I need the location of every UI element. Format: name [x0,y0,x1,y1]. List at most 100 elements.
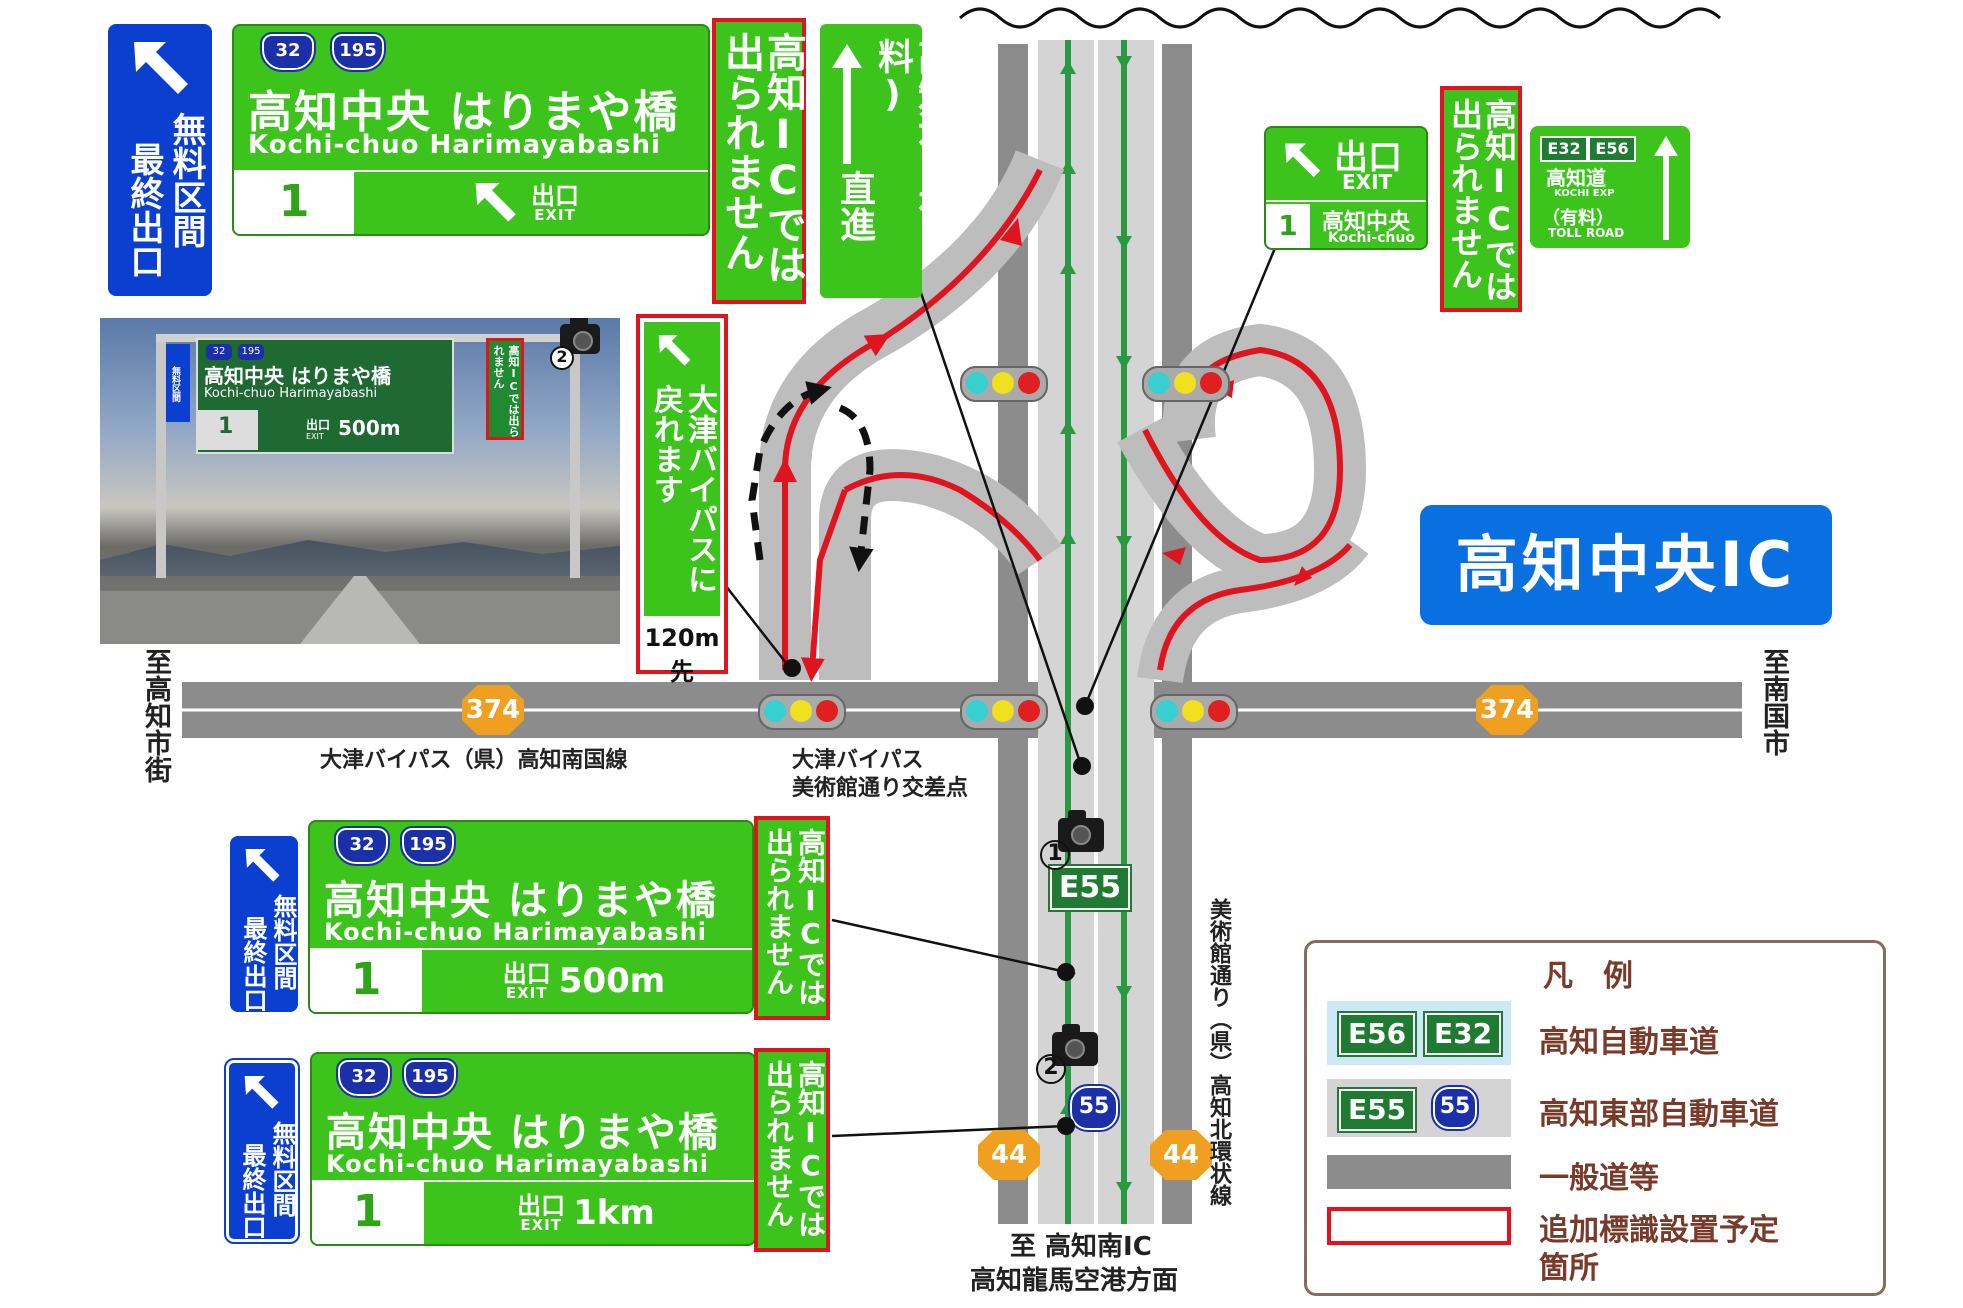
camera-icon [1052,1024,1098,1066]
notice-cannot-exit-500m: 高知ICでは出られません [754,816,830,1020]
legend: 凡 例 E56 E32 高知自動車道 E55 55 高知東部自動車道 一般道等 … [1304,940,1886,1296]
exit-label-en: EXIT [505,983,548,1002]
ic-title: 高知中央IC [1420,505,1832,625]
bypass-return-sign: 大津バイパスに戻れます 120m先 [636,314,728,686]
photo-name-ja: 高知中央 はりまや橋 [204,364,391,388]
exit-number: 1 [312,1182,424,1244]
label-intersection-1: 大津バイパス [792,748,924,773]
label-south-1: 至 高知南IC [1010,1232,1152,1262]
photo-exit-en: EXIT [306,432,324,441]
exit-label-en: EXIT [520,1215,562,1234]
destination-en: Kochi-chuo Harimayabashi [248,130,661,160]
photo-dist: 500m [338,416,401,440]
straight-sub-text: 直進 [834,170,875,242]
route-195-shield: 195 [400,826,456,866]
legend-swatch-additional-sign [1327,1207,1511,1245]
last-exit-text: 最終出口 [239,916,267,1012]
exit-label-ja: 出口 [517,1191,566,1220]
exit-ja: 出口 [1334,138,1402,178]
notice-text: 高知ICでは出られません [718,32,806,284]
arrow-up-left-icon [1285,143,1321,178]
route-44-shield-right: 44 [1150,1130,1212,1180]
route-195-shield: 195 [330,32,386,72]
label-vertical-road: 美術館通り（県）高知北環状線 [1206,898,1231,1206]
signal-ramp-right [1142,366,1230,402]
legend-swatch-general-road [1327,1155,1511,1189]
destination-ja: 高知中央 はりまや橋 [326,1110,720,1156]
leader-lines [717,247,1277,1138]
legend-label-additional-sign-2: 箇所 [1539,1251,1599,1286]
legend-label-kochi-expressway: 高知自動車道 [1539,1025,1719,1060]
signal-main-right [1150,694,1238,730]
marker-dot [1076,697,1094,715]
destination-en: Kochi-chuo Harimayabashi [326,1150,710,1178]
toll-en: TOLL ROAD [1548,226,1625,240]
destination-ja: 高知中央 はりまや橋 [248,87,680,138]
marker-dot [1057,963,1075,981]
photo-green-sign: 32 195 高知中央 はりまや橋 Kochi-chuo Harimayabas… [196,338,454,454]
exit-guide-sign-500m: 32 195 高知中央 はりまや橋 Kochi-chuo Harimayabas… [308,820,754,1014]
exit-label-ja: 出口 [531,181,579,210]
arrow-up-left-icon [244,1076,279,1109]
label-right-direction: 至南国市 [1758,648,1789,756]
toll-ja: （有料） [1542,208,1614,229]
route-374-shield-left: 374 [462,685,524,735]
arrow-up-left-icon [134,42,188,94]
free-section-text: 無料区間 [269,894,297,990]
photo-exit-ja: 出口 [306,418,331,432]
exit-label-en: EXIT [534,205,576,224]
detour-arrows [748,381,874,573]
route-374-shield-right: 374 [1476,685,1538,735]
legend-label-additional-sign-1: 追加標識設置予定 [1539,1213,1779,1248]
signal-ramp-left [960,366,1048,402]
route-44-shield-left: 44 [978,1130,1040,1180]
exit-label-ja: 出口 [502,959,551,988]
legend-badge-e55: E55 [1337,1087,1417,1133]
route-55-shield: 55 [1068,1084,1120,1132]
free-section-sign: 無料区間 最終出口 [108,24,212,296]
bypass-text: 大津バイパスに戻れます [648,384,717,594]
arrow-up-left-icon [475,182,516,222]
straight-expressway-sign: 直進 高知道(有料) [820,24,953,298]
destination-en: Kochi-chuo [1328,230,1415,246]
exit-guide-sign-1km: 32 195 高知中央 はりまや橋 Kochi-chuo Harimayabas… [310,1052,756,1246]
badge-e32: E32 [1540,136,1588,162]
ramp-left-out [772,168,1043,670]
free-section-sign-1km: 無料区間 最終出口 [224,1058,300,1244]
destination-en: Kochi-chuo Harimayabashi [324,918,708,946]
marker-dot [1073,757,1091,775]
exit-en: EXIT [1342,170,1393,194]
destination-ja: 高知中央 はりまや橋 [324,878,718,924]
ramp-left-in [843,472,1043,562]
ramp-right-loop [1142,346,1344,564]
expressway-direction-sign: E32 E56 高知道 KOCHI EXP （有料） TOLL ROAD [1530,126,1690,248]
legend-label-general-road: 一般道等 [1539,1161,1659,1196]
free-section-text: 無料区間 [166,112,206,248]
exit-sign-right: 出口 EXIT 1 高知中央 Kochi-chuo [1264,126,1428,250]
photo-blue-sign: 無料区間 [166,344,190,422]
notice-text: 高知ICでは出られません [1446,98,1518,302]
route-32-shield: 32 [336,1058,392,1098]
photo-blue-text: 無料区間 [170,366,180,402]
badge-e56: E56 [1588,136,1636,162]
camera-number-1: 1 [1040,840,1070,870]
notice-text: 高知ICでは出られません [762,1060,827,1238]
photo-route-b: 195 [238,344,264,360]
signal-intersection-left [758,694,846,730]
camera-number-2: 2 [1036,1054,1066,1084]
marker-dot [783,659,801,677]
label-south-2: 高知龍馬空港方面 [970,1266,1179,1296]
legend-label-east-expressway: 高知東部自動車道 [1539,1097,1779,1132]
legend-badge-e56: E56 [1337,1011,1417,1057]
photo-route-a: 32 [206,344,232,360]
legend-badge-e32: E32 [1423,1011,1503,1057]
arrow-up-icon [1654,136,1678,240]
route-32-shield: 32 [260,32,316,72]
exit-distance: 500m [558,961,666,1001]
exit-number: 1 [1266,204,1310,248]
signal-main-left [960,694,1048,730]
photo-num: 1 [218,414,234,439]
free-section-text: 無料区間 [268,1121,296,1217]
label-left-direction: 至高知市街 [140,648,171,783]
